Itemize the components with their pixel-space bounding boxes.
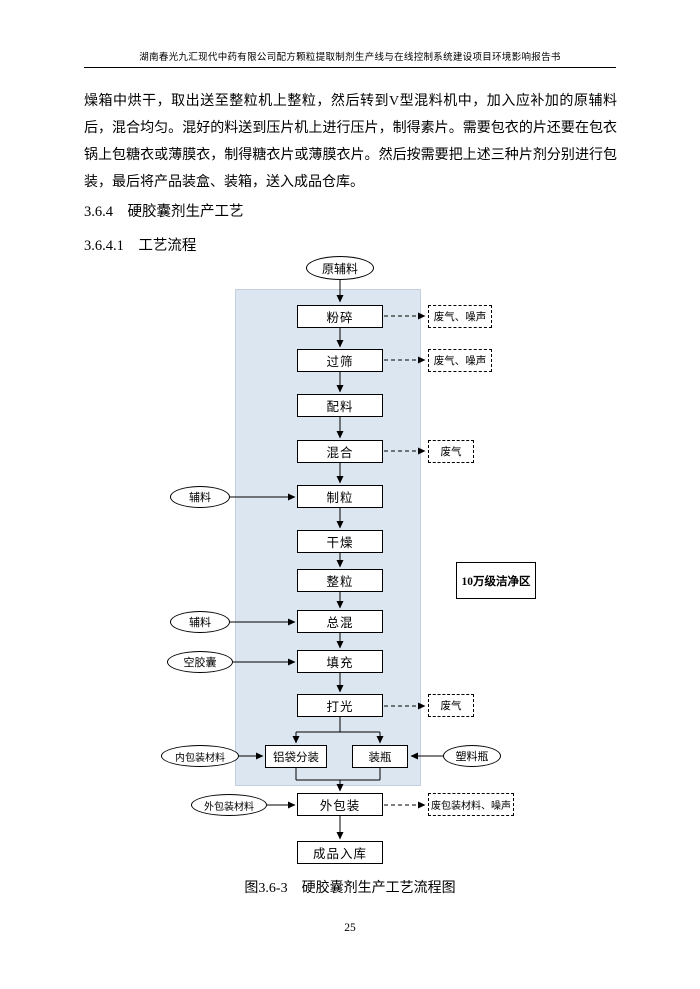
node-granulation: 制粒 (297, 485, 383, 508)
input-plastic-bottle: 塑料瓶 (443, 745, 501, 767)
node-granule-sizing: 整粒 (297, 569, 383, 592)
clean-area-label: 10万级洁净区 (456, 562, 536, 599)
node-polishing: 打光 (297, 694, 383, 717)
emission-crushing: 废气、噪声 (428, 305, 492, 328)
node-filling: 填充 (297, 650, 383, 673)
section-heading: 3.6.4 硬胶囊剂生产工艺 (84, 204, 244, 220)
node-batching: 配料 (297, 394, 383, 417)
node-mixing: 混合 (297, 440, 383, 463)
subsection-heading: 3.6.4.1 工艺流程 (84, 238, 197, 254)
input-outer-packaging-material: 外包装材料 (191, 794, 267, 816)
emission-outer-packaging: 废包装材料、噪声 (428, 793, 514, 816)
input-empty-capsule: 空胶囊 (167, 651, 233, 673)
input-inner-packaging-material: 内包装材料 (161, 745, 239, 767)
node-crushing: 粉碎 (297, 305, 383, 328)
input-raw-material: 原辅料 (306, 256, 374, 280)
page-header-title: 湖南春光九汇现代中药有限公司配方颗粒提取制剂生产线与在线控制系统建设项目环境影响… (139, 53, 561, 63)
emission-sieving: 废气、噪声 (428, 349, 492, 372)
node-foil-bag-packing: 铝袋分装 (265, 745, 327, 768)
input-excipient-final-mixing: 辅料 (170, 611, 230, 633)
node-bottling: 装瓶 (352, 745, 408, 768)
emission-mixing: 废气 (428, 440, 474, 463)
header-divider (84, 67, 616, 68)
node-sieving: 过筛 (297, 349, 383, 372)
node-drying: 干燥 (297, 530, 383, 553)
page-number: 25 (344, 922, 356, 934)
figure-caption: 图3.6-3 硬胶囊剂生产工艺流程图 (244, 881, 456, 896)
node-finished-warehouse: 成品入库 (297, 841, 383, 864)
input-excipient-granulation: 辅料 (170, 486, 230, 508)
body-paragraph: 燥箱中烘干，取出送至整粒机上整粒，然后转到V型混料机中，加入应补加的原辅料后，混… (84, 94, 617, 190)
emission-polishing: 废气 (428, 694, 474, 717)
node-final-mixing: 总混 (297, 610, 383, 633)
node-outer-packaging: 外包装 (297, 793, 383, 816)
